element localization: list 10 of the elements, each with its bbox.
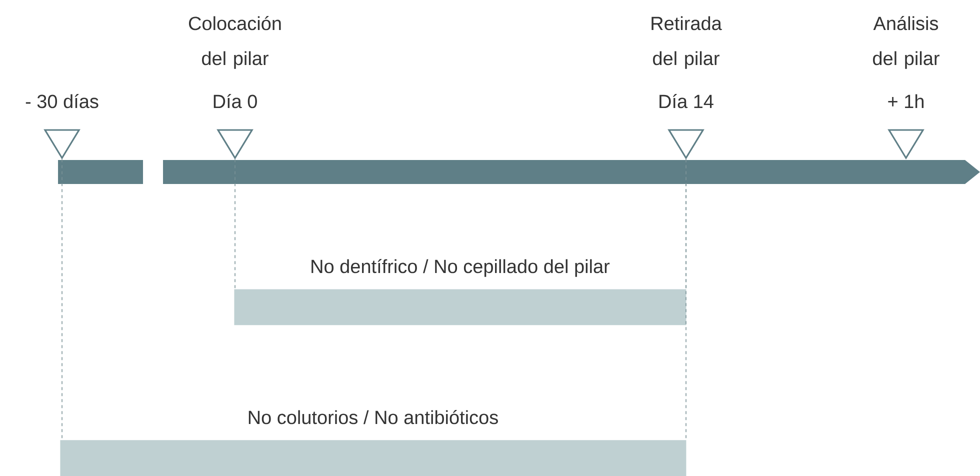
milestone-label: Día 14: [660, 94, 714, 108]
milestone-label: + 1h: [888, 94, 924, 108]
period-label: No colutorios / No antibióticos: [248, 410, 498, 424]
milestone-label: Colocación del pilar: [188, 16, 281, 69]
milestone-label: Retirada del pilar: [652, 16, 722, 69]
dashed-line: [234, 158, 236, 290]
period-label: No dentífrico / No cepillado del pilar: [312, 259, 610, 277]
milestone-label: Día 0: [214, 94, 257, 108]
milestone-label: Análisis del pilar: [873, 16, 940, 69]
milestone-label: - 30 días: [26, 94, 98, 108]
